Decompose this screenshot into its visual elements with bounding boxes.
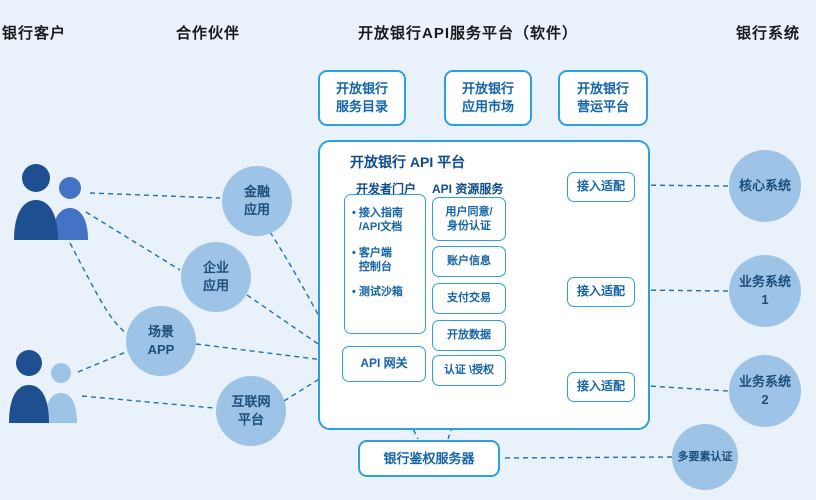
top-box-app-market: 开放银行 应用市场 <box>444 70 532 126</box>
header-partners: 合作伙伴 <box>176 25 241 42</box>
adapter-box-3: 接入适配 <box>567 372 635 402</box>
portal-item-label: 客户端 控制台 <box>358 246 392 273</box>
api-gateway-box: API 网关 <box>342 346 426 382</box>
developer-portal-label: 开发者门户 <box>356 182 417 196</box>
portal-item-sandbox: • 测试沙箱 <box>352 285 403 299</box>
resource-box-open-data: 开放数据 <box>432 320 506 351</box>
header-bank-customers: 银行客户 <box>2 25 67 42</box>
portal-item-label: 测试沙箱 <box>358 286 403 299</box>
bullet-icon: • <box>352 246 356 259</box>
adapter-box-2: 接入适配 <box>567 277 635 307</box>
api-resources-label: API 资源服务 <box>432 182 504 196</box>
developer-portal-box: • 接入指南 /API文档 • 客户端 控制台 • 测试沙箱 <box>344 194 426 334</box>
auth-server-box: 银行鉴权服务器 <box>358 440 500 477</box>
platform-container: 开放银行 API 平台 开发者门户 • 接入指南 /API文档 • 客户端 控制… <box>318 140 650 430</box>
resource-box-auth: 认证 \授权 <box>432 355 506 386</box>
circle-business-system-2: 业务系统 2 <box>729 355 801 427</box>
circle-scenario-app: 场景 APP <box>126 306 196 376</box>
circle-enterprise-app: 企业 应用 <box>181 242 251 312</box>
circle-mfa: 多要素认证 <box>672 424 738 490</box>
circle-financial-app: 金融 应用 <box>222 166 292 236</box>
bullet-icon: • <box>352 286 356 299</box>
adapter-box-1: 接入适配 <box>567 172 635 202</box>
circle-business-system-1: 业务系统 1 <box>729 255 801 327</box>
platform-title: 开放银行 API 平台 <box>350 154 466 170</box>
bullet-icon: • <box>352 207 356 219</box>
resource-box-account-info: 账户信息 <box>432 246 506 277</box>
top-box-service-catalog: 开放银行 服务目录 <box>318 70 406 126</box>
portal-item-client-console: • 客户端 控制台 <box>352 246 392 275</box>
portal-item-label: 接入指南 /API文档 <box>358 207 403 234</box>
header-bank-systems: 银行系统 <box>736 25 801 42</box>
resource-box-payment: 支付交易 <box>432 283 506 314</box>
header-platform-title: 开放银行API服务平台（软件） <box>358 25 579 42</box>
circle-internet-platform: 互联网 平台 <box>216 376 286 446</box>
top-box-operations-platform: 开放银行 营运平台 <box>558 70 648 126</box>
circle-core-system: 核心系统 <box>729 150 801 222</box>
resource-box-user-consent: 用户同意/ 身份认证 <box>432 197 506 241</box>
customer-group-icon-1 <box>14 164 88 240</box>
customer-group-icon-2 <box>9 350 77 423</box>
portal-item-access-guide: • 接入指南 /API文档 <box>352 206 403 235</box>
